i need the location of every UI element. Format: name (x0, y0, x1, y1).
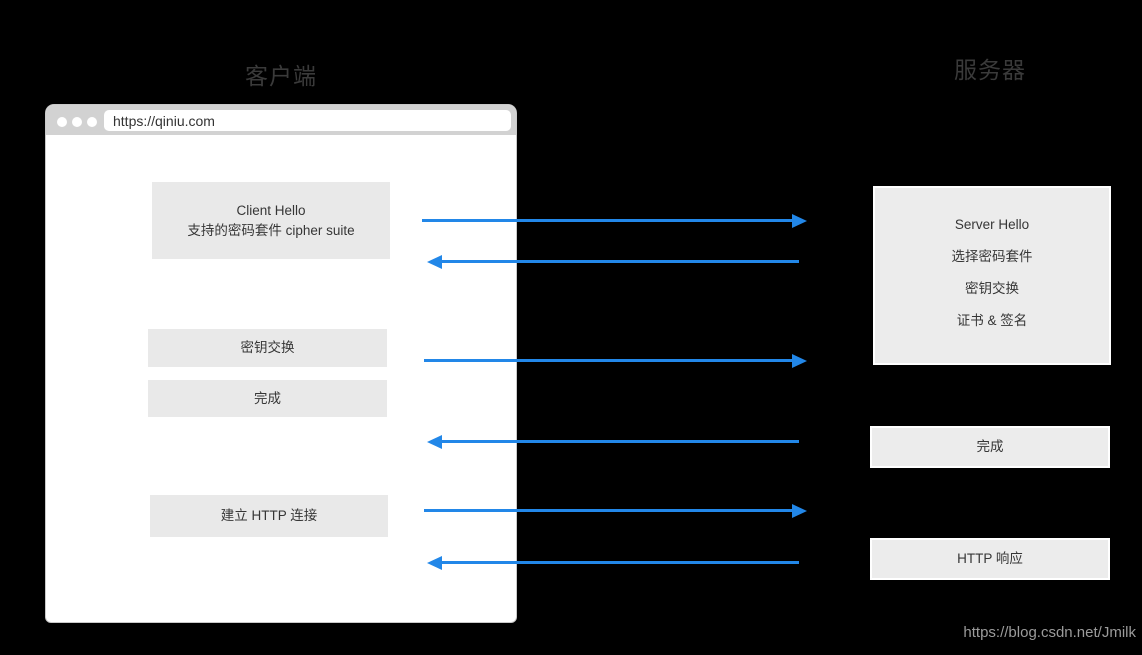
arrowhead-right-icon (792, 214, 807, 228)
url-bar: https://qiniu.com (104, 110, 511, 131)
window-controls (57, 117, 97, 127)
server-cert-sign: 证书 & 签名 (956, 313, 1028, 328)
arrow-server-finished (427, 435, 799, 449)
client-column-title: 客户端 (245, 63, 317, 89)
window-control-dot (87, 117, 97, 127)
arrow-server-hello-reply (427, 255, 799, 269)
server-hello-box: Server Hello 选择密码套件 密钥交换 证书 & 签名 (873, 186, 1111, 365)
browser-titlebar: https://qiniu.com (46, 105, 516, 135)
server-finished-box: 完成 (870, 426, 1110, 468)
arrowhead-left-icon (427, 255, 442, 269)
client-finished-box: 完成 (148, 380, 387, 417)
server-http-response-box: HTTP 响应 (870, 538, 1110, 580)
client-hello-title: Client Hello (236, 202, 306, 218)
arrow-shaft (424, 509, 796, 512)
arrow-http-response (427, 556, 799, 570)
arrowhead-left-icon (427, 556, 442, 570)
client-hello-box: Client Hello 支持的密码套件 cipher suite (152, 182, 390, 259)
server-hello-title: Server Hello (954, 217, 1030, 232)
client-http-connect-box: 建立 HTTP 连接 (150, 495, 388, 537)
server-column-title: 服务器 (954, 57, 1026, 83)
url-text: https://qiniu.com (113, 112, 215, 129)
window-control-dot (57, 117, 67, 127)
arrowhead-left-icon (427, 435, 442, 449)
client-key-exchange-box: 密钥交换 (148, 329, 387, 367)
arrow-http-request (424, 504, 807, 518)
server-choose-suite: 选择密码套件 (951, 249, 1033, 264)
client-hello-subtitle: 支持的密码套件 cipher suite (187, 222, 355, 238)
arrow-shaft (422, 219, 796, 222)
server-key-exchange: 密钥交换 (965, 281, 1019, 296)
arrow-shaft (438, 260, 799, 263)
arrow-shaft (438, 440, 799, 443)
arrow-shaft (438, 561, 799, 564)
window-control-dot (72, 117, 82, 127)
arrowhead-right-icon (792, 504, 807, 518)
arrow-client-hello (422, 214, 807, 228)
watermark-url: https://blog.csdn.net/Jmilk (963, 624, 1136, 641)
arrowhead-right-icon (792, 354, 807, 368)
arrow-shaft (424, 359, 796, 362)
arrow-key-exchange (424, 354, 807, 368)
